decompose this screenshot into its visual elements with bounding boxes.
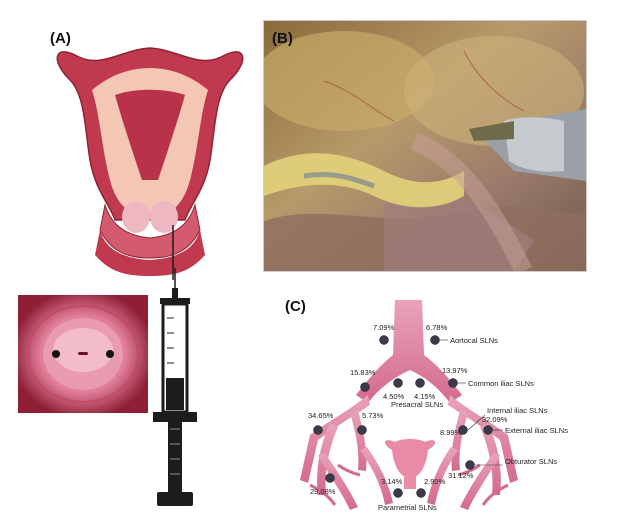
pct-external-iliac-right: 32.09% bbox=[482, 415, 508, 424]
panel-b-label: (B) bbox=[272, 30, 293, 47]
label-external-iliac: External iliac SLNs bbox=[505, 426, 568, 435]
sln-node-internal-iliac bbox=[357, 425, 367, 435]
pct-obturator-left: 29.08% bbox=[310, 487, 336, 496]
sln-distribution-diagram: 7.09% 6.78% 15.83% 13.97% 4.50% 4.15% 34… bbox=[300, 300, 568, 512]
pct-internal-iliac-left: 5.73% bbox=[362, 411, 384, 420]
pct-parametrial-right: 2.90% bbox=[424, 477, 446, 486]
sln-node-external-iliac bbox=[313, 425, 323, 435]
panel-c-label: (C) bbox=[285, 298, 306, 315]
sln-node-common-iliac bbox=[448, 378, 458, 388]
sln-node-aortocaval bbox=[430, 335, 440, 345]
sln-node-obturator bbox=[325, 473, 335, 483]
pct-obturator-right: 31.12% bbox=[448, 471, 474, 480]
pct-aortocaval-right: 6.78% bbox=[426, 323, 448, 332]
label-internal-iliac: Internal iliac SLNs bbox=[487, 406, 548, 415]
pct-presacral-right: 4.15% bbox=[414, 392, 436, 401]
pct-common-iliac-left: 15.83% bbox=[350, 368, 376, 377]
sln-node-external-iliac bbox=[483, 425, 493, 435]
label-aortocaval: Aortocal SLNs bbox=[450, 336, 498, 345]
uterus-illustration bbox=[56, 47, 244, 280]
sln-node-common-iliac bbox=[360, 382, 370, 392]
cervix-inset bbox=[18, 295, 148, 413]
label-parametrial: Parametrial SLNs bbox=[378, 503, 437, 512]
sln-node-obturator bbox=[465, 460, 475, 470]
label-presacral: Presacral SLNs bbox=[391, 400, 443, 409]
sln-node-presacral bbox=[415, 378, 425, 388]
pct-external-iliac-left: 34.65% bbox=[308, 411, 334, 420]
injection-point bbox=[52, 350, 60, 358]
pct-aortocaval-left: 7.09% bbox=[373, 323, 395, 332]
label-obturator: Obturator SLNs bbox=[505, 457, 557, 466]
sln-node-parametrial bbox=[416, 488, 426, 498]
sln-node-internal-iliac bbox=[458, 425, 468, 435]
pct-parametrial-left: 3.14% bbox=[381, 477, 403, 486]
sln-node-presacral bbox=[393, 378, 403, 388]
sln-node-aortocaval bbox=[379, 335, 389, 345]
pct-common-iliac-right: 13.97% bbox=[442, 366, 468, 375]
panel-a-label: (A) bbox=[50, 30, 71, 47]
pct-presacral-left: 4.50% bbox=[383, 392, 405, 401]
laparoscopic-photo bbox=[263, 20, 587, 272]
pct-internal-iliac-right: 8.99% bbox=[440, 428, 462, 437]
injection-point bbox=[106, 350, 114, 358]
sln-node-parametrial bbox=[393, 488, 403, 498]
label-common-iliac: Common iliac SLNs bbox=[468, 379, 534, 388]
syringe-icon bbox=[153, 268, 197, 506]
